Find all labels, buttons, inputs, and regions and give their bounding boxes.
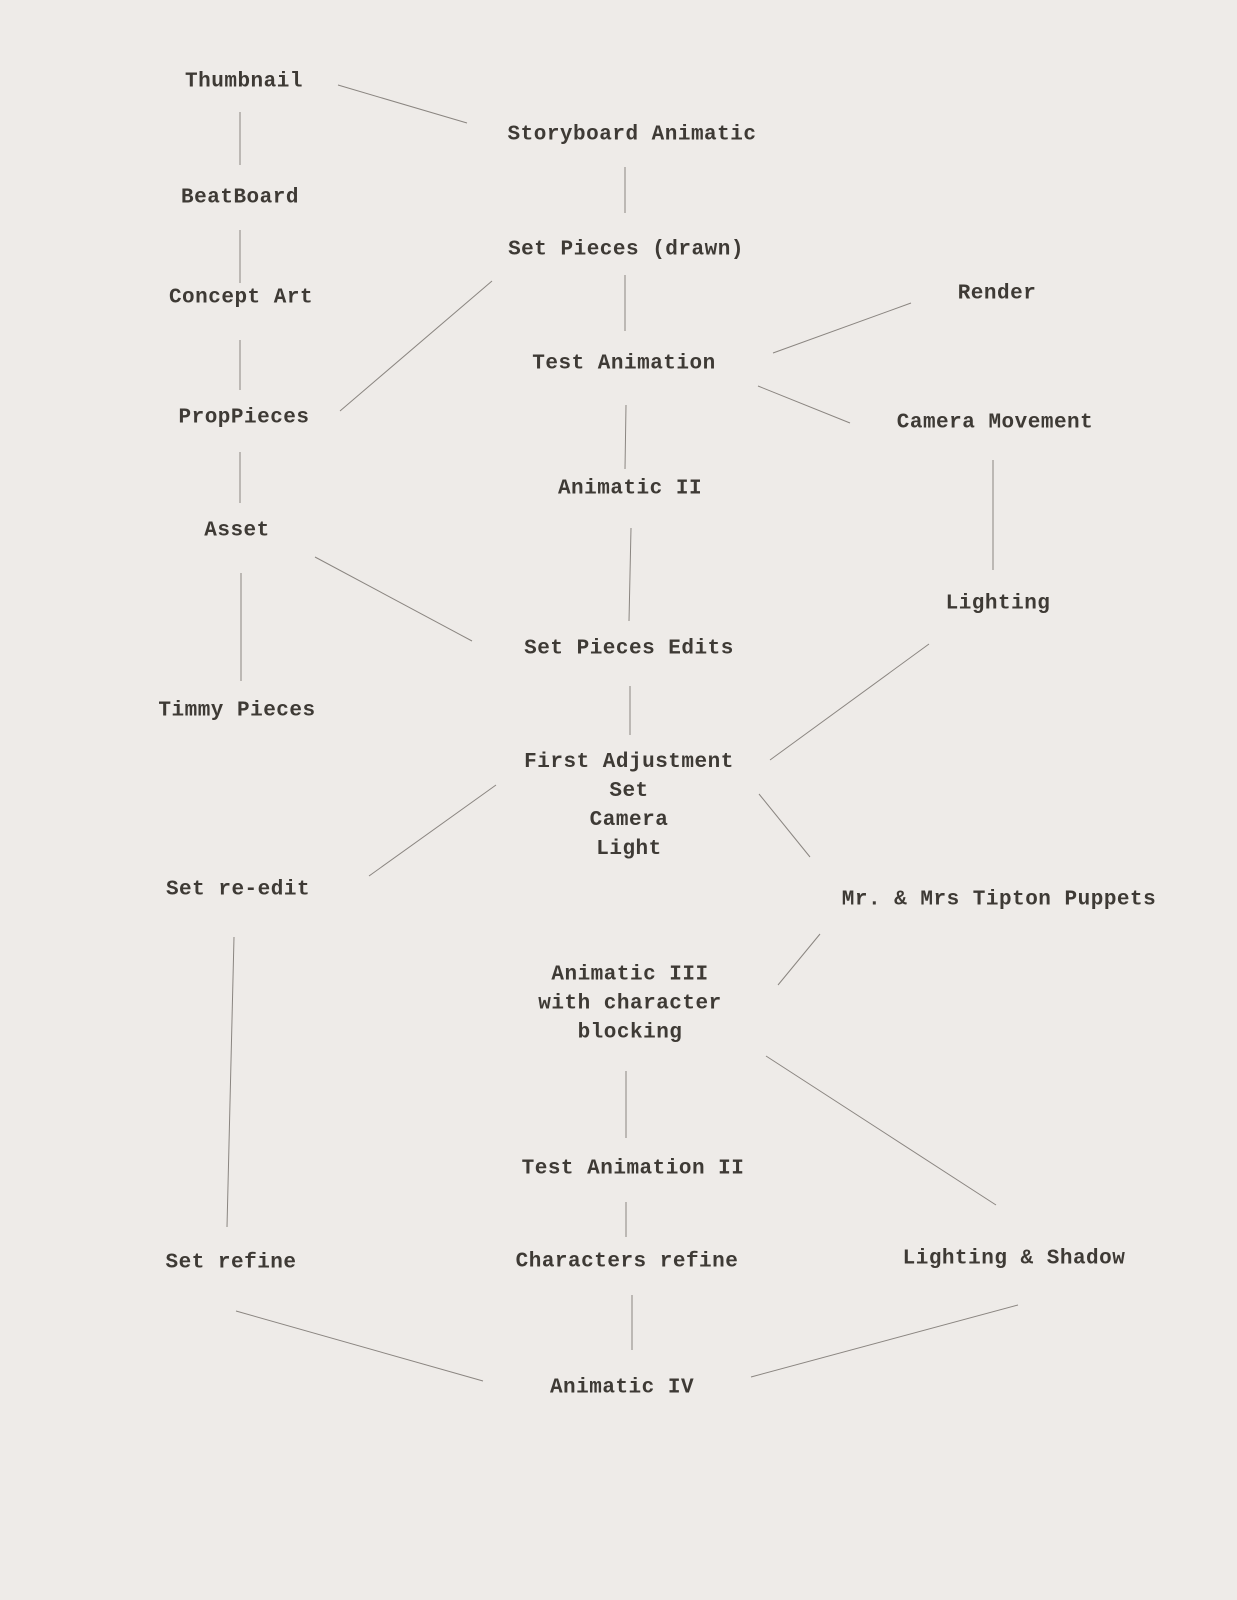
edge-set-re-edit-set-refine <box>226 936 235 1228</box>
node-concept-art: Concept Art <box>168 286 314 310</box>
node-thumbnail: Thumbnail <box>185 70 303 94</box>
node-first-adjustment: First Adjustment Set Camera Light <box>524 751 734 861</box>
node-proppieces: PropPieces <box>178 406 310 430</box>
node-beatboard: BeatBoard <box>181 186 299 210</box>
node-set-pieces-edits: Set Pieces Edits <box>524 637 734 661</box>
edge-test-animation-render <box>772 302 912 354</box>
node-render: Render <box>957 282 1037 306</box>
node-animatic-iv: Animatic IV <box>549 1376 695 1400</box>
node-set-pieces-drawn: Set Pieces (drawn) <box>508 238 744 262</box>
node-lighting-shadow: Lighting & Shadow <box>902 1247 1126 1271</box>
edge-animatic-ii-set-pieces-edits <box>628 527 632 622</box>
node-camera-movement: Camera Movement <box>896 411 1094 435</box>
node-storyboard-animatic: Storyboard Animatic <box>507 123 757 147</box>
edge-set-pieces-drawn-proppieces <box>339 280 493 412</box>
node-mr-mrs-tipton-puppets: Mr. & Mrs Tipton Puppets <box>841 888 1157 912</box>
node-characters-refine: Characters refine <box>515 1250 739 1274</box>
node-set-re-edit: Set re-edit <box>165 878 311 902</box>
edge-first-adjustment-mr-mrs-tipton-puppets <box>758 793 811 858</box>
edge-lighting-first-adjustment <box>769 643 930 761</box>
edge-mr-mrs-tipton-puppets-animatic-iii <box>777 933 821 986</box>
node-timmy-pieces: Timmy Pieces <box>158 699 316 723</box>
edge-animatic-iii-lighting-shadow <box>765 1055 997 1206</box>
node-animatic-ii: Animatic II <box>557 477 703 501</box>
edge-first-adjustment-set-re-edit <box>368 784 497 877</box>
edge-test-animation-animatic-ii <box>624 404 627 470</box>
node-asset: Asset <box>204 519 270 543</box>
node-set-refine: Set refine <box>165 1251 297 1275</box>
edge-set-refine-animatic-iv <box>235 1310 484 1382</box>
node-lighting: Lighting <box>945 592 1051 616</box>
node-test-animation: Test Animation <box>532 352 716 376</box>
edge-thumbnail-storyboard-animatic <box>337 84 468 124</box>
node-animatic-iii: Animatic III with character blocking <box>538 963 722 1045</box>
node-test-animation-ii: Test Animation II <box>521 1157 745 1181</box>
edge-test-animation-camera-movement <box>757 385 851 424</box>
edge-lighting-shadow-animatic-iv <box>750 1304 1019 1378</box>
edge-asset-set-pieces-edits <box>314 556 473 642</box>
